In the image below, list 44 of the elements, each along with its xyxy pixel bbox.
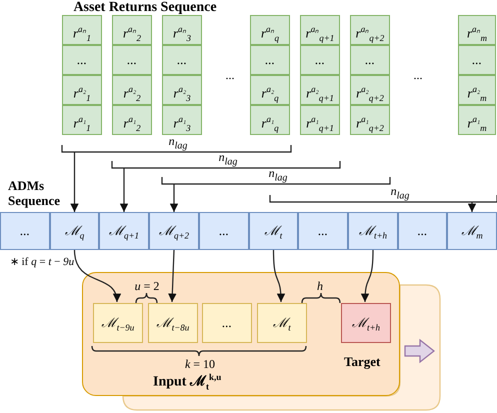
adm-cell: ...: [298, 212, 348, 250]
arrow: [468, 202, 476, 212]
brace-label: k = 10: [184, 357, 216, 372]
target-cell: ℳ$_{t+h}$: [341, 303, 391, 343]
adm-cell: ...: [398, 212, 447, 250]
arrow: [170, 184, 178, 212]
brace-label: u = 2: [134, 279, 160, 294]
arrow: [74, 250, 120, 302]
input-cell: ...: [202, 303, 252, 343]
input-panel: [82, 272, 400, 396]
input-cell: ℳ$_{t−9u}$: [93, 303, 143, 343]
adm-cell: ℳ$_{t+h}$: [348, 212, 398, 250]
ellipsis-cell: ...: [300, 45, 340, 75]
adm-cell: ℳ$_{q+1}$: [99, 212, 149, 250]
adm-cell: ...: [0, 212, 50, 250]
arrow: [120, 168, 128, 212]
adm-cell: ℳ$_{q}$: [50, 212, 99, 250]
adm-cell: ℳ$_{q+2}$: [149, 212, 199, 250]
arrow: [70, 152, 79, 212]
input-cell: ℳ$_{t}$: [257, 303, 307, 343]
ellipsis-cell: ...: [62, 45, 102, 75]
note: ∗ if q = t − 9u: [8, 255, 76, 268]
bracket-label: n$_{lag}$: [268, 166, 288, 184]
ellipsis-cell: ...: [250, 45, 290, 75]
section-title: Asset Returns Sequence: [72, 0, 218, 16]
bracket-label: n$_{lag}$: [218, 150, 238, 168]
arrow: [168, 250, 177, 302]
ellipsis: ...: [412, 68, 424, 83]
ellipsis-cell: ...: [112, 45, 152, 75]
bracket-label: n$_{lag}$: [168, 134, 188, 152]
arrow: [361, 250, 374, 302]
arrow: [272, 250, 285, 302]
adm-cell: ℳ$_{m}$: [447, 212, 497, 250]
adm-cell: ℳ$_{t}$: [249, 212, 298, 250]
section-title: ADMs Sequence: [8, 178, 61, 208]
adm-cell: ...: [199, 212, 249, 250]
ellipsis: ...: [224, 68, 236, 83]
ellipsis-cell: ...: [162, 45, 202, 75]
ellipsis-cell: ...: [350, 45, 390, 75]
input-cell: ℳ$_{t−8u}$: [148, 303, 198, 343]
target-label: Target: [344, 354, 380, 369]
ellipsis-cell: ...: [458, 45, 496, 75]
bracket-label: n$_{lag}$: [390, 184, 410, 202]
brace-label: h: [316, 279, 324, 294]
